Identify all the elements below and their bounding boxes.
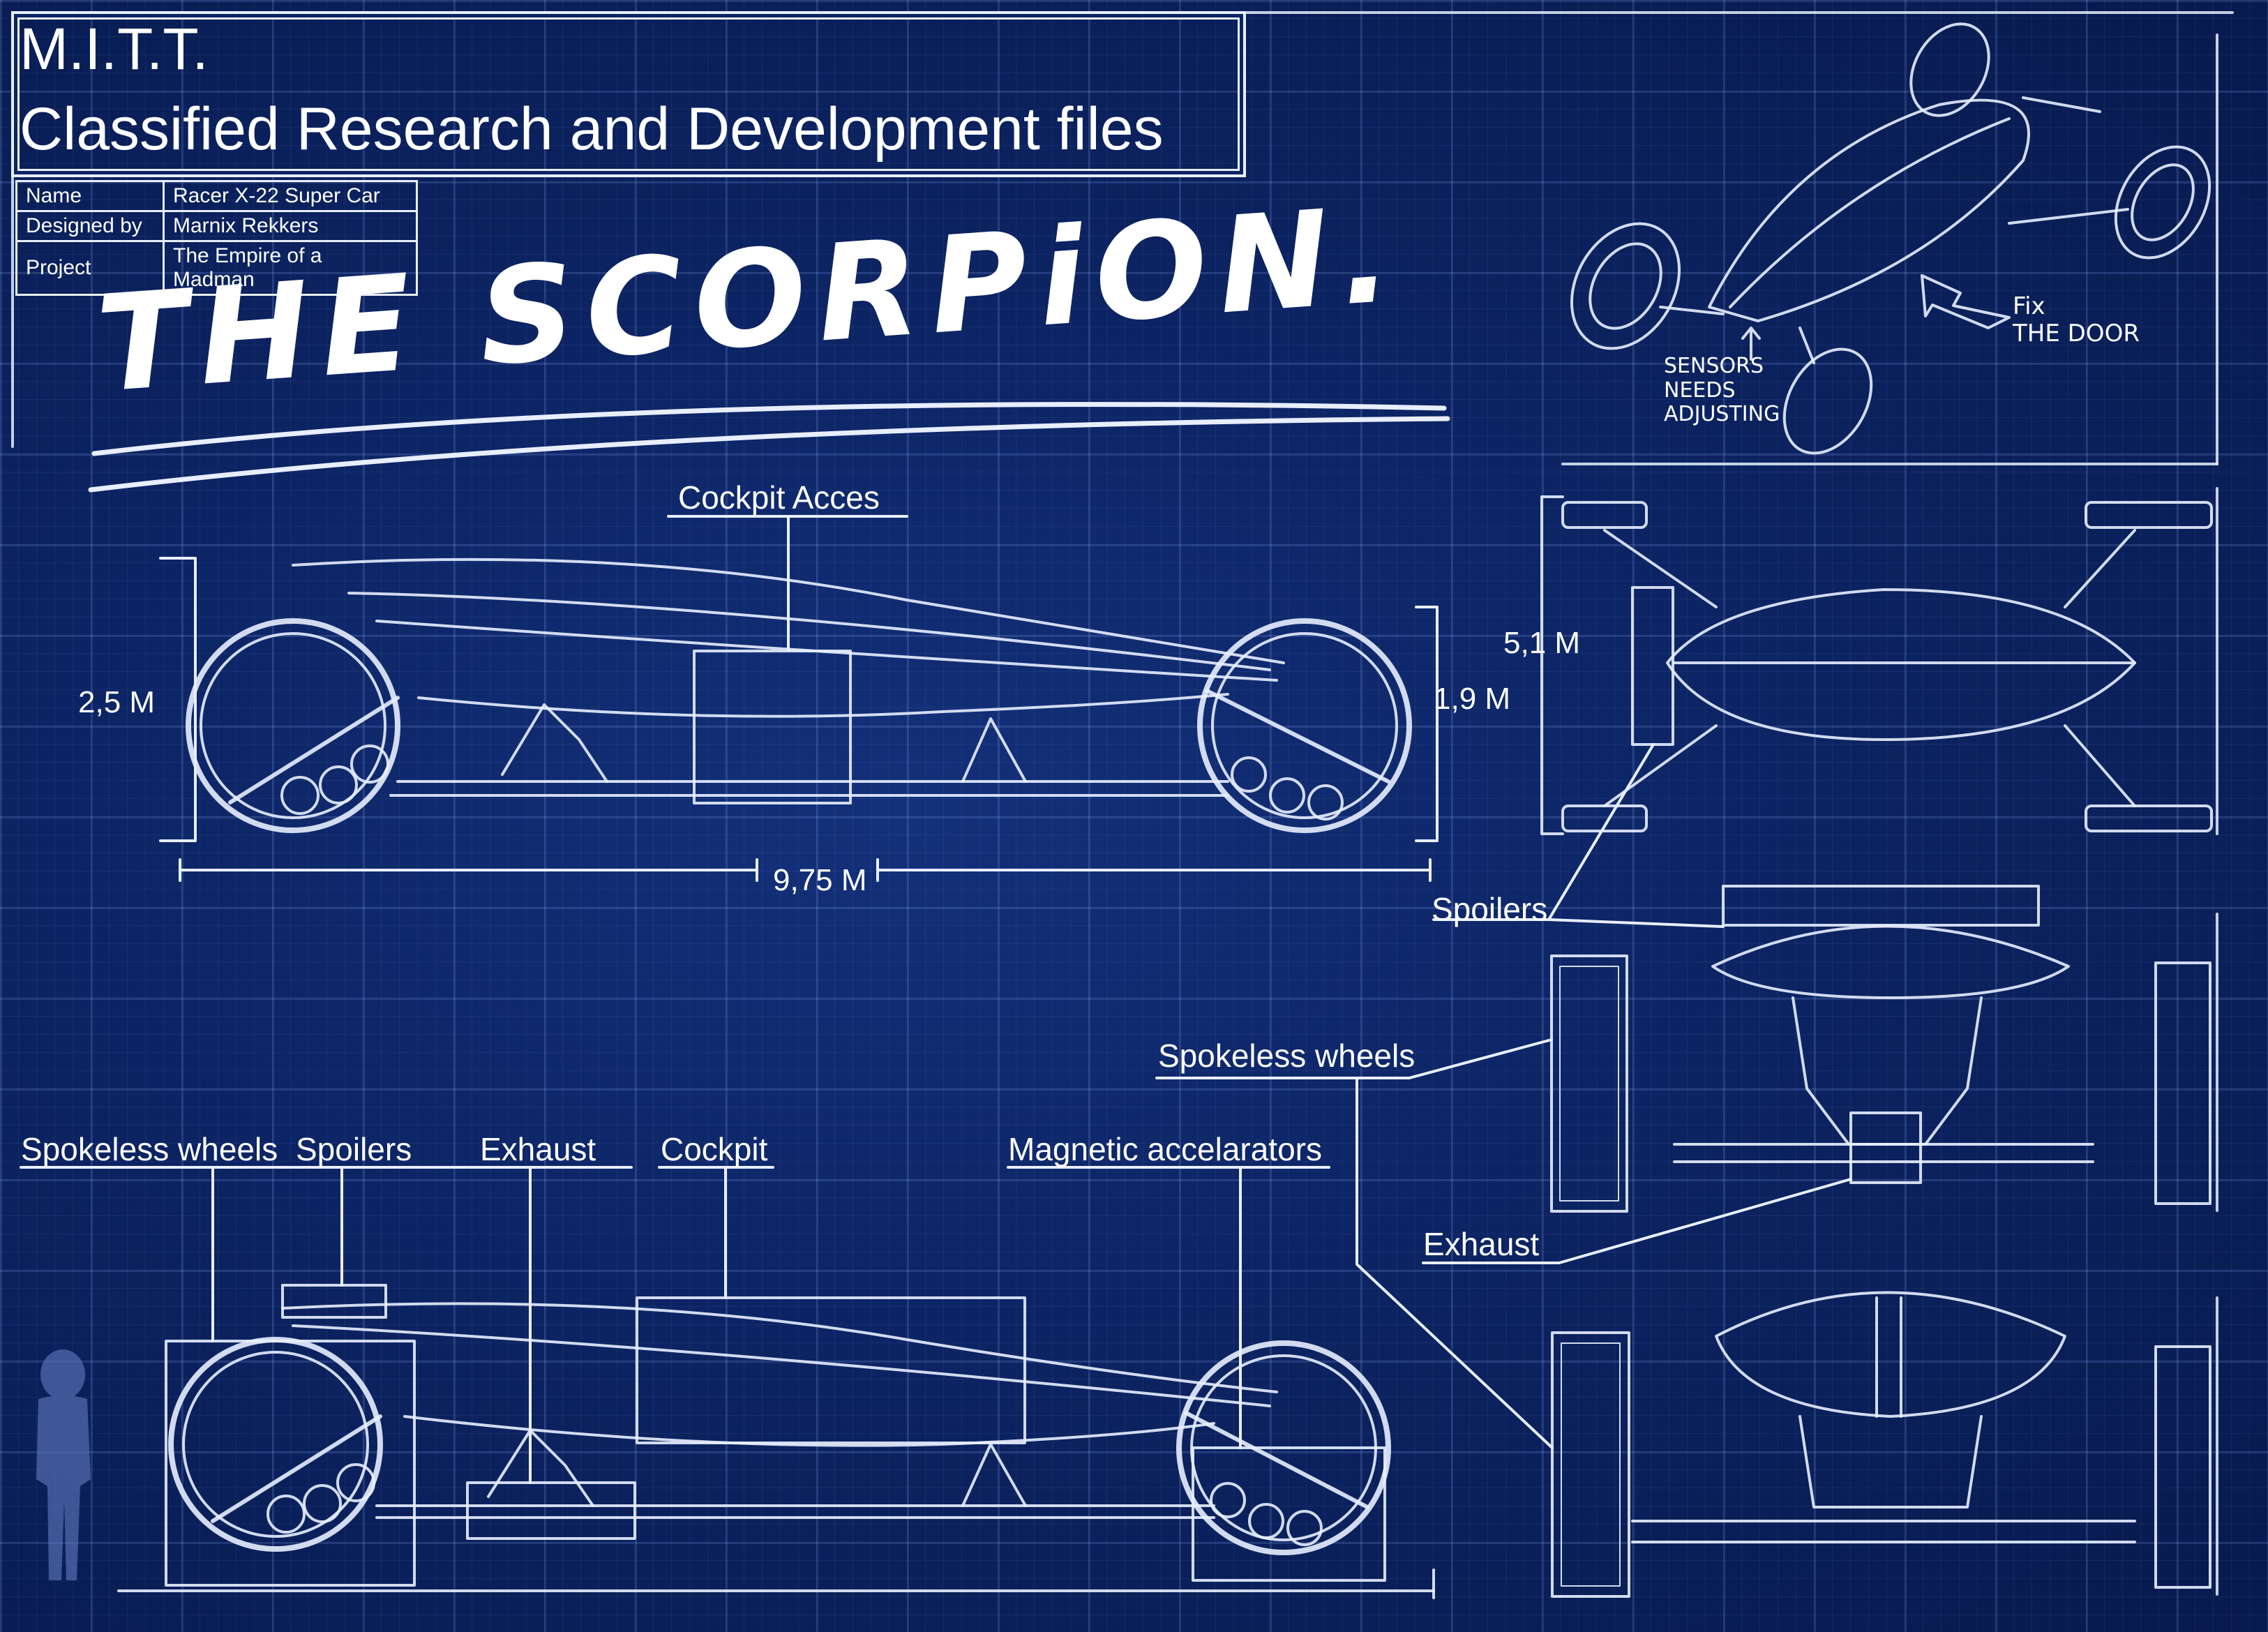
frame-lines — [11, 11, 2234, 1596]
perspective-car — [1570, 22, 2211, 455]
info-key: Project — [15, 240, 165, 296]
info-key: Designed by — [15, 210, 165, 242]
rear-height-label: 2,5 M — [78, 685, 156, 719]
human-scale-silhouette — [36, 1349, 91, 1580]
fix-door-note: Fix THE DOOR — [2013, 292, 2140, 348]
bottom-callout-lines — [20, 1166, 1330, 1484]
side-view-car — [186, 557, 1412, 833]
lower-side-view-car — [117, 1284, 1435, 1599]
exhaust-label-right: Exhaust — [1423, 1226, 1540, 1262]
width-label: 5,1 M — [1503, 626, 1581, 660]
info-row: Project The Empire of a Madman — [15, 240, 418, 296]
exhaust-label-bottom: Exhaust — [480, 1131, 596, 1167]
info-value: Racer X-22 Super Car — [163, 180, 418, 212]
right-callout-lines — [1155, 743, 1852, 1449]
info-value: Marnix Rekkers — [163, 210, 418, 242]
spoilers-label-right: Spoilers — [1432, 891, 1548, 927]
info-row: Name Racer X-22 Super Car — [15, 180, 418, 212]
rear-view-car — [1550, 885, 2211, 1213]
header-subtitle: Classified Research and Development file… — [20, 96, 1164, 163]
length-label: 9,75 M — [773, 863, 867, 897]
side-view-dimensions — [159, 515, 1439, 882]
top-view-car — [1540, 495, 2213, 835]
cockpit-label-bottom: Cockpit — [661, 1131, 768, 1167]
front-view-car — [1551, 1291, 2211, 1598]
header-box — [11, 11, 1246, 177]
spokeless-wheels-label-right: Spokeless wheels — [1158, 1038, 1415, 1074]
cockpit-access-label: Cockpit Acces — [678, 479, 880, 516]
sensors-note: SENSORS NEEDS ADJUSTING — [1664, 354, 1780, 426]
info-value: The Empire of a Madman — [163, 240, 418, 296]
header-org: M.I.T.T. — [20, 16, 209, 82]
title-underline — [88, 402, 1450, 493]
info-table: Name Racer X-22 Super Car Designed by Ma… — [15, 180, 418, 296]
info-row: Designed by Marnix Rekkers — [15, 210, 418, 242]
magnetic-accelerators-label: Magnetic accelarators — [1008, 1131, 1322, 1167]
spokeless-wheels-label-bottom: Spokeless wheels — [21, 1131, 278, 1167]
front-height-label: 1,9 M — [1434, 682, 1511, 716]
spoilers-label-bottom: Spoilers — [296, 1131, 412, 1167]
info-key: Name — [15, 180, 165, 212]
